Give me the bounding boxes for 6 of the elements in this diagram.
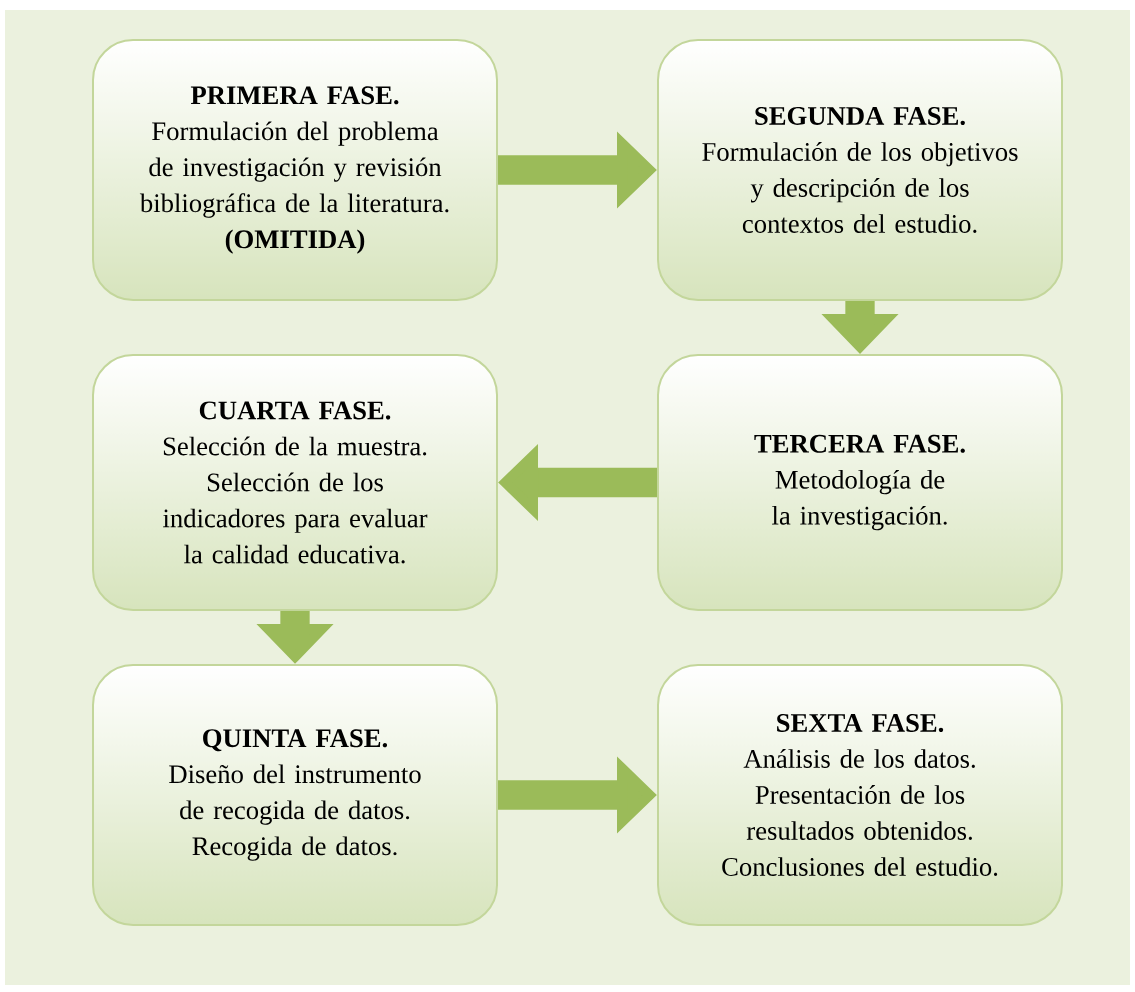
phase-box: PRIMERA FASE. Formulación del problema de investigación y revisión bibliográfica de la literatura. (OMITIDA) <box>92 39 498 301</box>
phase-box: CUARTA FASE. Selección de la muestra. Selección de los indicadores para evaluar la calidad educativa. <box>92 354 498 611</box>
phase-box: TERCERA FASE. Metodología de la investigación. <box>657 354 1063 611</box>
phase-box: SEXTA FASE. Análisis de los datos. Presentación de los resultados obtenidos. Conclusiones del estudio. <box>657 664 1063 926</box>
phase-box: SEGUNDA FASE. Formulación de los objetivos y descripción de los contextos del estudio. <box>657 39 1063 301</box>
phase-box: QUINTA FASE. Diseño del instrumento de recogida de datos. Recogida de datos. <box>92 664 498 926</box>
